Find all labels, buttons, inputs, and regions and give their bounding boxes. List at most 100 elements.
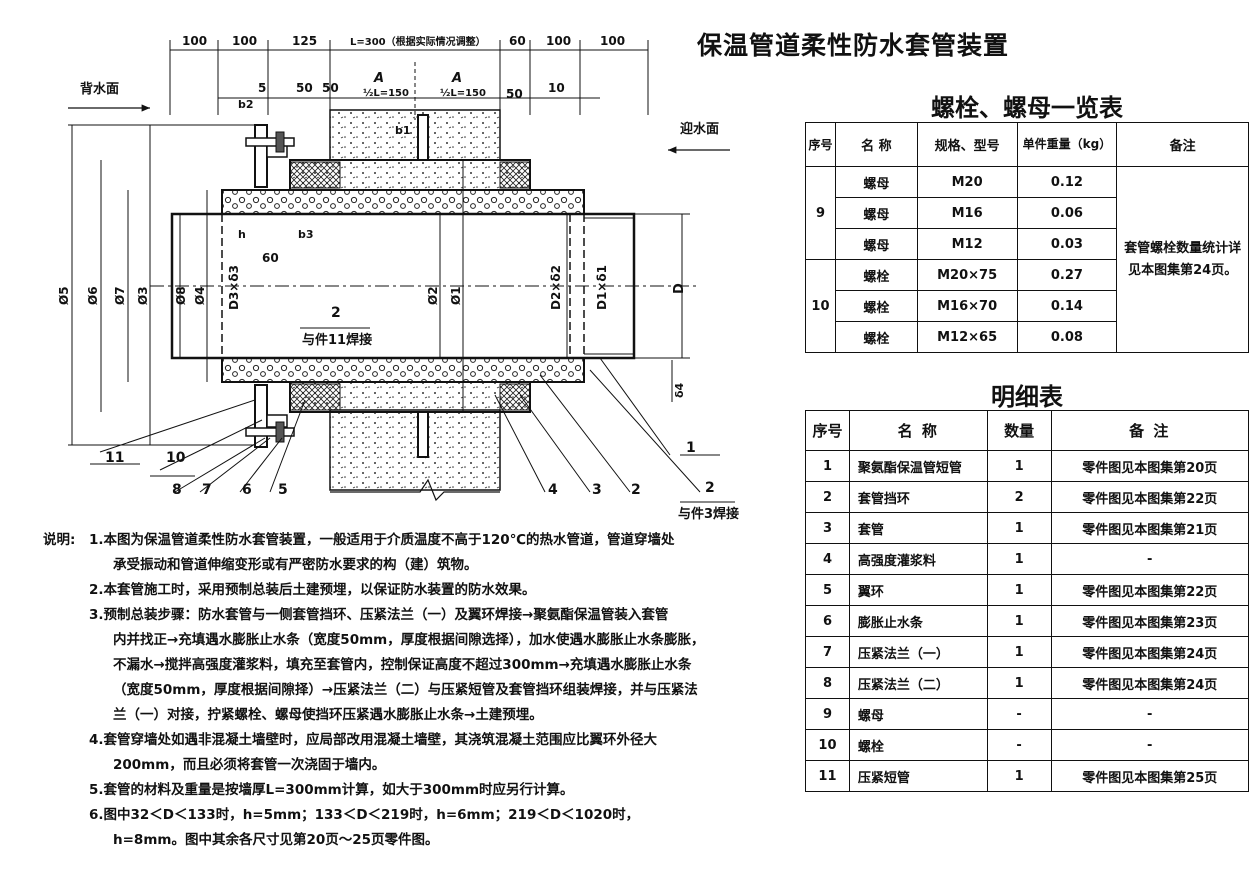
table-row: 10 螺栓 M20×75 0.27	[805, 259, 1249, 353]
cell-weight: 0.08	[1016, 321, 1118, 353]
weld-note-a: 与件11焊接	[302, 332, 372, 348]
label-b3: b3	[298, 228, 314, 241]
header-no: 序号	[805, 122, 836, 167]
cell-spec: M20	[916, 166, 1018, 198]
label-d1-delta1: D1×δ1	[595, 265, 609, 310]
dim-L: L=300（根据实际情况调整）	[350, 35, 486, 48]
note-line: 不漏水→搅拌高强度灌浆料，填充至套管内，控制保证高度不超过300mm→充填遇水膨…	[113, 657, 692, 673]
cell-remark: 零件图见本图集第23页	[1050, 605, 1250, 637]
wing-ring-bottom	[417, 411, 429, 458]
dia-3: Ø3	[136, 286, 150, 305]
nut-bottom	[275, 421, 285, 443]
callout-2-bottom: 2	[705, 480, 715, 496]
cell-qty: -	[986, 698, 1052, 730]
label-60: 60	[262, 251, 279, 265]
dia-6: Ø6	[86, 286, 100, 305]
callout-6: 5	[278, 482, 288, 498]
cell-qty: 1	[986, 574, 1052, 606]
cell-qty: 1	[986, 760, 1052, 792]
dim-60: 60	[509, 34, 526, 48]
note-line: 承受振动和管道伸缩变形或有严密防水要求的构（建）筑物。	[113, 557, 478, 573]
header-name: 名 称	[848, 410, 988, 451]
cell-remark: 零件图见本图集第22页	[1050, 574, 1250, 606]
note-line: 内并找正→充填遇水膨胀止水条（宽度50mm，厚度根据间隙选择），加水使遇水膨胀止…	[113, 632, 705, 648]
cell-remark: 零件图见本图集第20页	[1050, 450, 1250, 482]
dim-50-a: 50	[296, 81, 313, 95]
water-stop-lower-left	[289, 383, 341, 411]
cell-remark: 零件图见本图集第21页	[1050, 512, 1250, 544]
callout-9: 8	[172, 482, 182, 498]
cell-remark: 套管螺栓数量统计详见本图集第24页。	[1116, 166, 1249, 353]
cell-weight: 0.27	[1016, 259, 1118, 291]
note-line: （宽度50mm，厚度根据间隙择）→压紧法兰（二）与压紧短管及套管挡环组装焊接，并…	[113, 682, 698, 698]
dim-100-d: 100	[600, 34, 625, 48]
cell-no: 6	[805, 605, 850, 637]
section-drawing: 100 100 1 2 5 L=300（根据实际情况调整） 60 100 100 5…	[57, 34, 739, 520]
cell-weight: 0.12	[1016, 166, 1118, 198]
table-row: 螺栓 M12×65 0.08	[806, 321, 1249, 353]
cell-qty: 2	[986, 481, 1052, 513]
cell-qty: -	[986, 729, 1052, 761]
callout-3: 2	[631, 482, 641, 498]
cell-name: 螺母	[834, 197, 918, 229]
cell-weight: 0.14	[1016, 290, 1118, 322]
cell-name: 螺栓	[834, 321, 918, 353]
note-line: h=8mm。图中其余各尺寸见第20页～25页零件图。	[113, 832, 439, 848]
dim-50-b: 50	[322, 81, 339, 95]
dim-half-l-a: ½L=150	[363, 88, 409, 99]
header-remark: 备 注	[1050, 410, 1250, 451]
wall-upper	[329, 109, 501, 161]
group-no: 9	[805, 166, 836, 260]
face-label-back: 背水面	[80, 81, 119, 97]
cell-name: 高强度灌浆料	[848, 543, 988, 575]
diameter-dimension-lines	[68, 124, 690, 446]
dia-8: Ø8	[174, 286, 188, 305]
table-header-row: 序号 名 称 规格、型号 单件重量（kg） 备注	[805, 122, 1249, 167]
face-label-front: 迎水面	[680, 121, 719, 137]
header-no: 序号	[805, 410, 850, 451]
dim-100-c: 100	[546, 34, 571, 48]
bolt-top	[245, 137, 295, 147]
label-d3-delta3: D3×δ3	[227, 265, 241, 310]
cell-qty: 1	[986, 450, 1052, 482]
note-line: 5.套管的材料及重量是按墙厚L=300mm计算，如大于300mm时应另行计算。	[89, 782, 574, 798]
cell-qty: 1	[986, 605, 1052, 637]
cell-name: 翼环	[848, 574, 988, 606]
cell-qty: 1	[986, 636, 1052, 668]
label-d: D	[672, 283, 687, 294]
label-b1: b1	[395, 124, 411, 137]
cell-no: 1	[805, 450, 850, 482]
cell-spec: M16×70	[916, 290, 1018, 322]
cell-name: 螺母	[848, 698, 988, 730]
callout-1: 1	[686, 440, 696, 456]
dia-2: Ø2	[426, 286, 440, 305]
callout-4: 3	[592, 482, 602, 498]
dim-100-b: 100	[232, 34, 257, 48]
cell-name: 螺栓	[834, 290, 918, 322]
note-line: 说明:1.本图为保温管道柔性防水套管装置，一般适用于介质温度不高于120℃的热水…	[43, 528, 783, 553]
insulation-upper	[221, 189, 585, 215]
water-stop-upper-right	[499, 161, 531, 189]
cell-weight: 0.03	[1016, 228, 1118, 260]
cell-no: 4	[805, 543, 850, 575]
note-line: 200mm，而且必须将套管一次浇固于墙内。	[113, 757, 386, 773]
callout-8: 7	[202, 482, 212, 498]
nut-top	[275, 131, 285, 153]
cell-no: 10	[805, 729, 850, 761]
flange-top	[254, 124, 268, 188]
cell-name: 螺栓	[848, 729, 988, 761]
callout-5: 4	[548, 482, 558, 498]
wall-break-line	[330, 478, 500, 502]
cell-no: 9	[805, 698, 850, 730]
cell-remark: 零件图见本图集第24页	[1050, 667, 1250, 699]
dim-100-a: 100	[182, 34, 207, 48]
bolt-bottom	[245, 427, 295, 437]
cell-no: 3	[805, 512, 850, 544]
callout-7: 6	[242, 482, 252, 498]
